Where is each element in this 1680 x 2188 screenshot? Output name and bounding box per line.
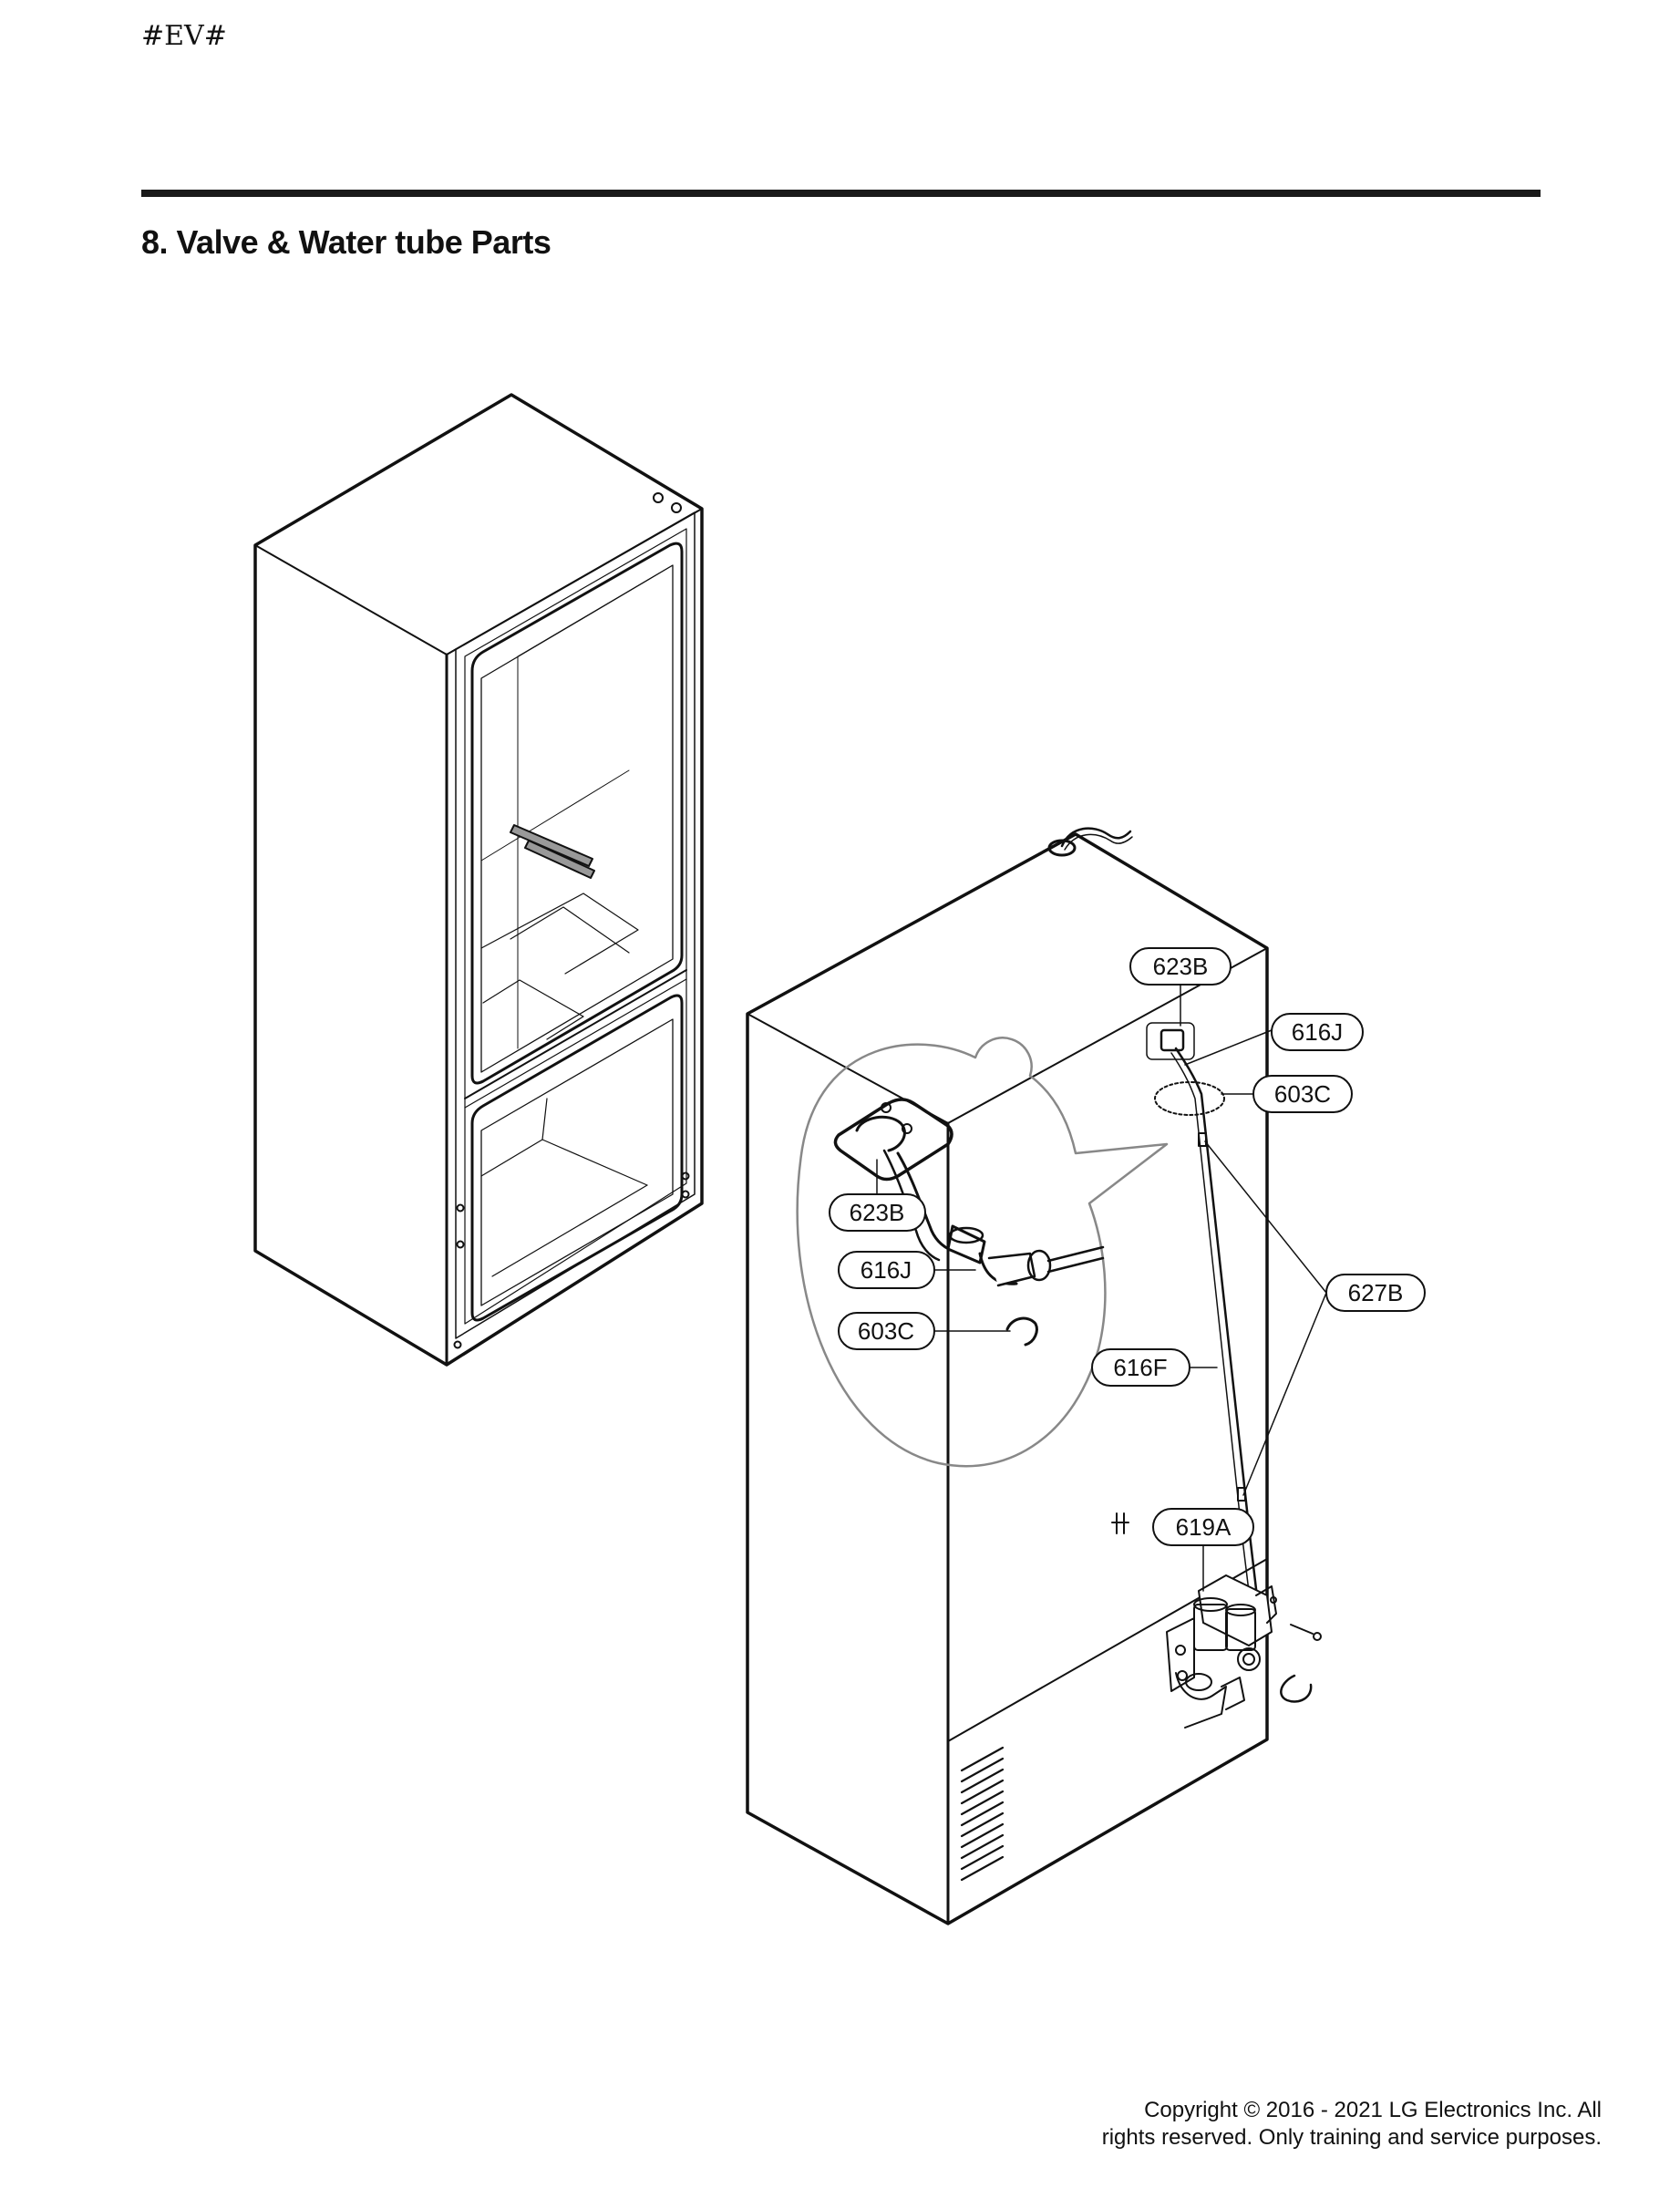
callout-oval-627B bbox=[1325, 1274, 1426, 1312]
callout-label-616J-main: 616J bbox=[1292, 1018, 1343, 1046]
section-title: 8. Valve & Water tube Parts bbox=[141, 223, 551, 261]
callout-label-627B: 627B bbox=[1348, 1279, 1404, 1306]
callout-oval-623B-main bbox=[1129, 947, 1232, 986]
callout-label-603C-main: 603C bbox=[1274, 1080, 1331, 1108]
header-code: #EV# bbox=[141, 20, 227, 52]
callout-label-616F: 616F bbox=[1113, 1354, 1167, 1381]
copyright-line-2: rights reserved. Only training and servi… bbox=[1101, 2125, 1602, 2150]
copyright-line-1: Copyright © 2016 - 2021 LG Electronics I… bbox=[1144, 2098, 1602, 2122]
callout-oval-603C-detail bbox=[838, 1312, 935, 1350]
callout-oval-616J-detail bbox=[838, 1251, 935, 1289]
rear-refrigerator-illustration bbox=[746, 827, 1327, 1925]
callout-label-623B-main: 623B bbox=[1153, 953, 1209, 980]
callout-oval-616J-main bbox=[1271, 1013, 1364, 1051]
header-rule bbox=[141, 190, 1541, 197]
water-valve-illustration bbox=[1166, 1574, 1322, 1729]
callout-oval-619A bbox=[1152, 1508, 1254, 1546]
callout-label-616J-detail: 616J bbox=[861, 1256, 912, 1284]
copyright-footer: Copyright © 2016 - 2021 LG Electronics I… bbox=[1102, 2097, 1602, 2152]
callout-label-619A: 619A bbox=[1176, 1513, 1232, 1541]
callout-label-623B-detail: 623B bbox=[850, 1199, 905, 1226]
callout-oval-623B-detail bbox=[829, 1193, 926, 1232]
callout-label-603C-detail: 603C bbox=[858, 1317, 914, 1345]
detail-magnifier-bubble bbox=[796, 1037, 1169, 1468]
callout-oval-603C-main bbox=[1252, 1075, 1353, 1113]
callout-oval-616F bbox=[1091, 1348, 1190, 1387]
front-refrigerator-illustration bbox=[253, 393, 704, 1367]
